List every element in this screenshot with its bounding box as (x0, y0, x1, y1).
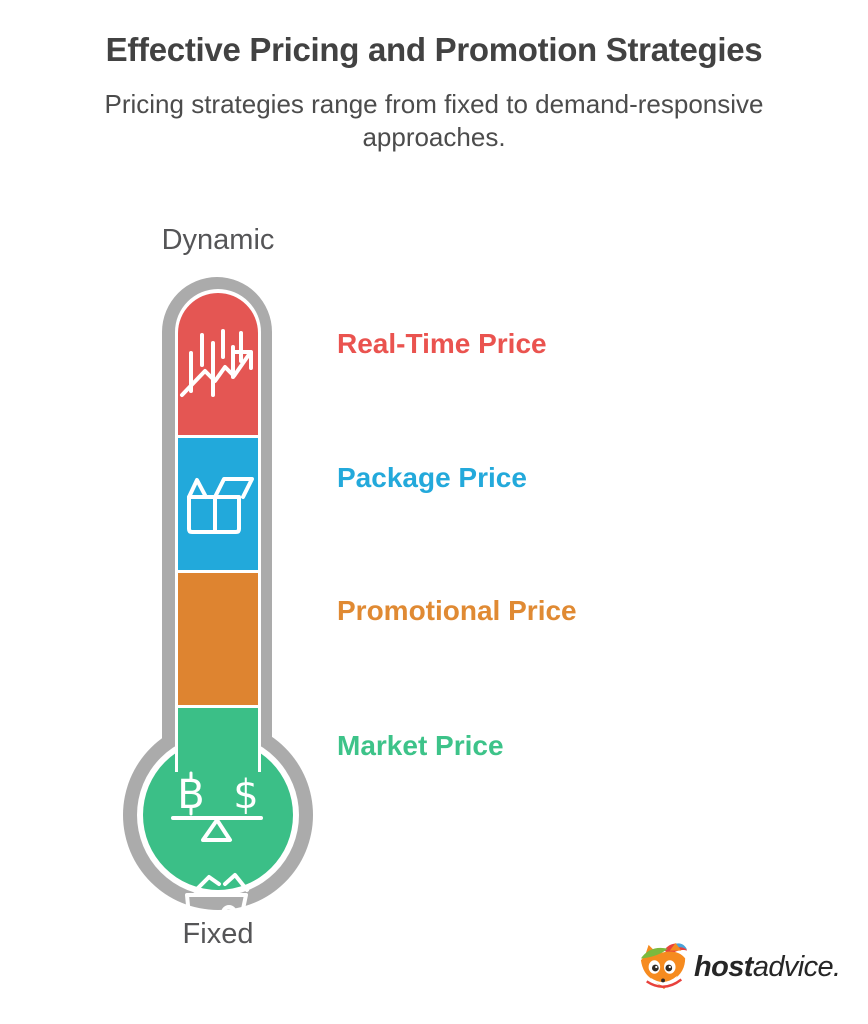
segment-promotional-price (178, 573, 258, 705)
fixed-label: Fixed (182, 918, 254, 950)
segment-real-time-price (178, 293, 258, 435)
page-title: Effective Pricing and Promotion Strategi… (105, 31, 763, 68)
brand-host: host (694, 950, 753, 983)
segment-market-price (178, 708, 258, 820)
hostadvice-logo: hostadvice. (639, 941, 841, 993)
segment-label-real-time-price: Real-Time Price (337, 328, 547, 359)
dollar-symbol: $ (233, 772, 258, 818)
stock-chart-icon (180, 329, 253, 397)
page-subtitle: Pricing strategies range from fixed to d… (104, 89, 764, 152)
open-box-icon (187, 477, 254, 534)
segment-label-package-price: Package Price (337, 462, 527, 493)
balance-scale-icon: B $ (171, 771, 263, 842)
shopping-basket-icon (185, 873, 251, 935)
brand-wordmark: hostadvice. (694, 951, 841, 984)
thermometer-graphic: B $ (123, 277, 313, 935)
segment-label-market-price: Market Price (337, 730, 504, 761)
segment-package-price (178, 438, 258, 570)
fox-mascot-icon (640, 942, 688, 990)
segment-label-promotional-price: Promotional Price (337, 595, 577, 626)
brand-advice: advice. (752, 950, 841, 983)
dynamic-label: Dynamic (161, 224, 275, 256)
